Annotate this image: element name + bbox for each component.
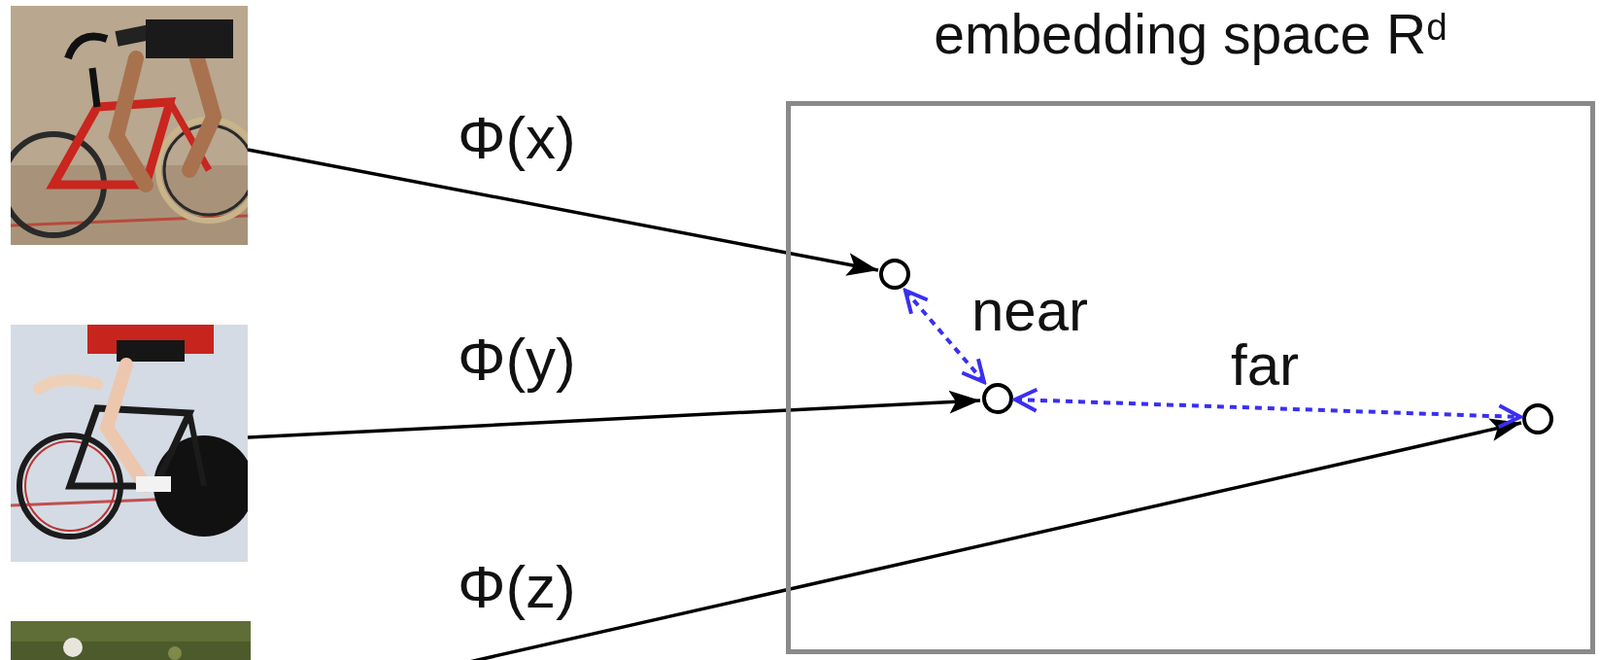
embedding-point bbox=[1524, 405, 1552, 433]
mapping-arrow bbox=[247, 400, 981, 438]
mapping-label: Φ(x) bbox=[455, 104, 579, 171]
bike-photo bbox=[10, 5, 248, 245]
mapping-label: Φ(y) bbox=[455, 326, 579, 393]
embedding-space-box: embedding space Rᵈ bbox=[785, 101, 1596, 654]
embedding-point bbox=[881, 260, 909, 288]
box-heading: embedding space Rᵈ bbox=[790, 1, 1591, 67]
distance-label: far bbox=[1228, 333, 1301, 398]
embedding-point bbox=[984, 384, 1012, 412]
distance-arrow bbox=[1015, 399, 1521, 417]
distance-label: near bbox=[969, 278, 1090, 343]
mapping-arrow bbox=[469, 422, 1522, 660]
mapping-label: Φ(z) bbox=[455, 553, 579, 620]
grass-photo bbox=[10, 620, 251, 660]
bike-photo bbox=[10, 324, 248, 562]
